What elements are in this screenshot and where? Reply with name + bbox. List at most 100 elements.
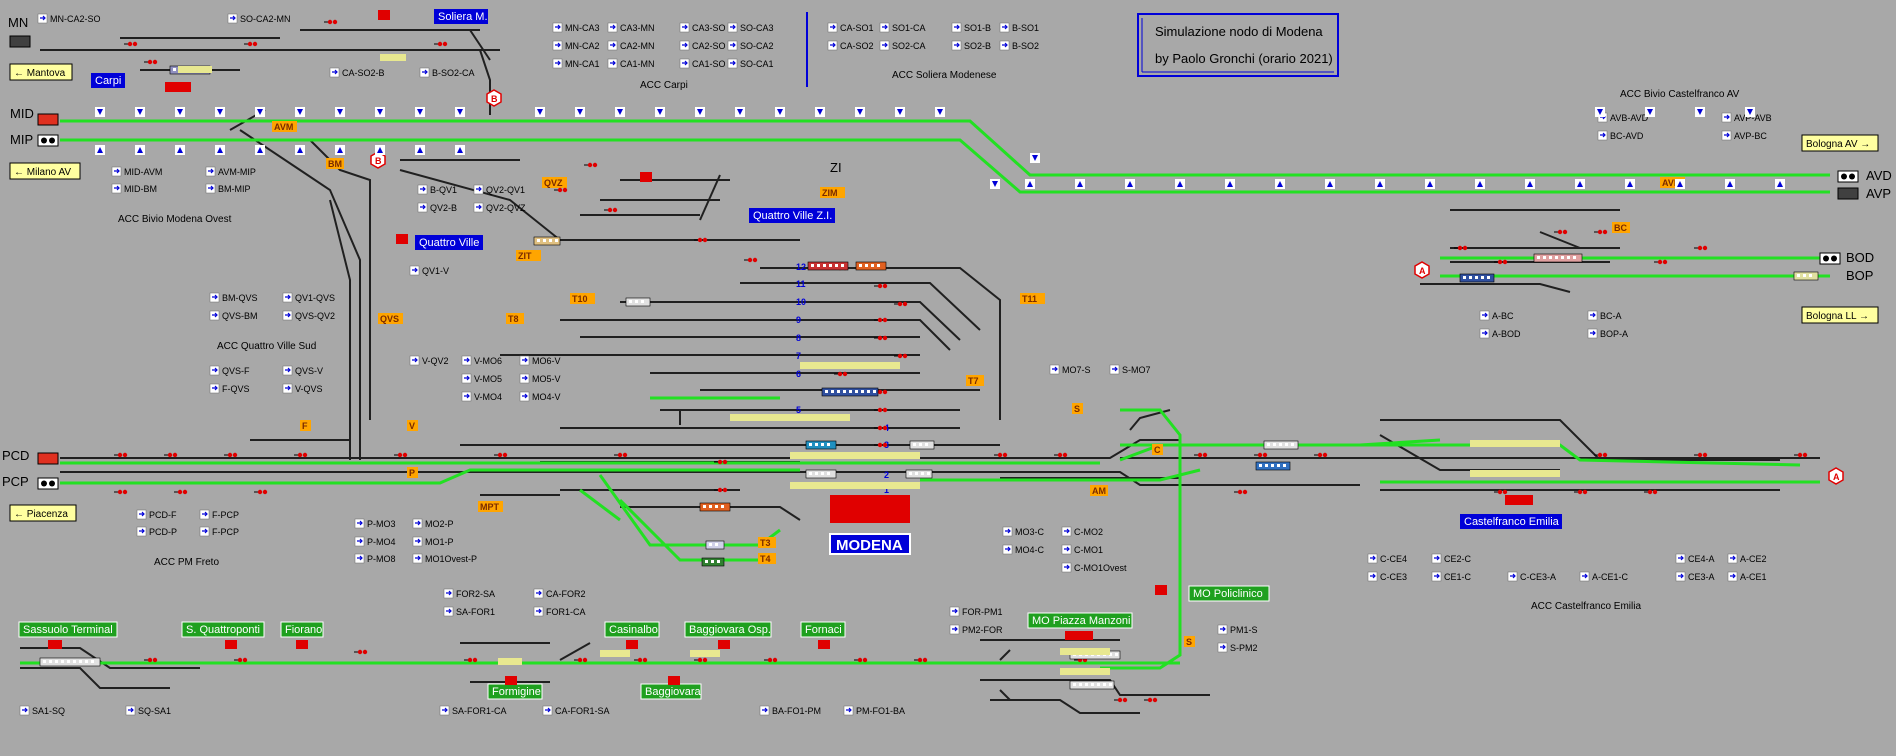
track-circuit-icon[interactable] — [375, 145, 385, 155]
signal-icon[interactable] — [694, 237, 708, 243]
route-button[interactable]: CA3-SO — [679, 22, 726, 33]
route-button[interactable]: MO7-S — [1049, 364, 1091, 375]
signal-icon[interactable] — [164, 452, 178, 458]
route-button[interactable]: CA1-SO — [679, 58, 726, 69]
signal-icon[interactable] — [614, 452, 628, 458]
train-icon[interactable] — [821, 387, 879, 397]
route-button[interactable]: C-CE3-A — [1507, 571, 1556, 582]
train-icon[interactable] — [807, 261, 849, 271]
signal-icon[interactable] — [874, 317, 888, 323]
track-circuit-icon[interactable] — [775, 107, 785, 117]
signal-icon[interactable] — [1254, 452, 1268, 458]
track-circuit-icon[interactable] — [335, 145, 345, 155]
train-icon[interactable] — [805, 469, 837, 479]
route-button[interactable]: F-QVS — [209, 383, 250, 394]
signal-icon[interactable] — [874, 442, 888, 448]
route-button[interactable]: CA-FOR2 — [533, 588, 586, 599]
route-button[interactable]: F-PCP — [199, 526, 239, 537]
signal-icon[interactable] — [434, 41, 448, 47]
route-button[interactable]: MN-CA3 — [552, 22, 600, 33]
track-circuit-icon[interactable] — [1525, 179, 1535, 189]
route-button[interactable]: A-CE1 — [1727, 571, 1767, 582]
track-circuit-icon[interactable] — [1625, 179, 1635, 189]
signal-icon[interactable] — [994, 452, 1008, 458]
route-button[interactable]: SO-CA2 — [727, 40, 774, 51]
track-circuit-icon[interactable] — [695, 107, 705, 117]
train-icon[interactable] — [39, 657, 101, 667]
train-icon[interactable] — [905, 469, 933, 479]
signal-icon[interactable] — [874, 407, 888, 413]
route-button[interactable]: CA-SO2-B — [329, 67, 385, 78]
train-icon[interactable] — [1069, 680, 1115, 690]
track-circuit-icon[interactable] — [175, 145, 185, 155]
signal-icon[interactable] — [554, 187, 568, 193]
route-button[interactable]: A-BOD — [1479, 328, 1521, 339]
signal-icon[interactable] — [174, 489, 188, 495]
route-button[interactable]: AVB-AVD — [1597, 112, 1649, 123]
dual-light-icon[interactable] — [1819, 252, 1841, 265]
signal-icon[interactable] — [124, 41, 138, 47]
route-button[interactable]: A-CE2 — [1727, 553, 1767, 564]
signal-icon[interactable] — [494, 452, 508, 458]
track-circuit-icon[interactable] — [1595, 107, 1605, 117]
route-button[interactable]: QVS-QV2 — [282, 310, 335, 321]
dual-light-icon[interactable] — [37, 134, 59, 147]
train-icon[interactable] — [855, 261, 887, 271]
signal-icon[interactable] — [144, 59, 158, 65]
route-button[interactable]: B-SO2 — [999, 40, 1039, 51]
signal-icon[interactable] — [114, 489, 128, 495]
signal-icon[interactable] — [1654, 259, 1668, 265]
track-circuit-icon[interactable] — [215, 107, 225, 117]
track-circuit-icon[interactable] — [455, 107, 465, 117]
signal-icon[interactable] — [1194, 452, 1208, 458]
signal-icon[interactable] — [714, 487, 728, 493]
track-circuit-icon[interactable] — [95, 107, 105, 117]
route-button[interactable]: SO-CA3 — [727, 22, 774, 33]
track-circuit-icon[interactable] — [255, 145, 265, 155]
signal-icon[interactable] — [1594, 229, 1608, 235]
train-icon[interactable] — [701, 557, 725, 567]
signal-icon[interactable] — [874, 335, 888, 341]
route-button[interactable]: AVM-MIP — [205, 166, 256, 177]
route-button[interactable]: BM-MIP — [205, 183, 251, 194]
route-button[interactable]: B-QV1 — [417, 184, 457, 195]
route-button[interactable]: A-BC — [1479, 310, 1514, 321]
track-circuit-icon[interactable] — [455, 145, 465, 155]
track-circuit-icon[interactable] — [1425, 179, 1435, 189]
track-circuit-icon[interactable] — [1695, 107, 1705, 117]
signal-icon[interactable] — [1494, 489, 1508, 495]
track-circuit-icon[interactable] — [1030, 153, 1040, 163]
signal-icon[interactable] — [894, 301, 908, 307]
signal-icon[interactable] — [234, 657, 248, 663]
route-button[interactable]: SA-FOR1-CA — [439, 705, 507, 716]
signal-icon[interactable] — [464, 657, 478, 663]
route-button[interactable]: MN-CA1 — [552, 58, 600, 69]
track-circuit-icon[interactable] — [1275, 179, 1285, 189]
track-circuit-icon[interactable] — [335, 107, 345, 117]
route-button[interactable]: F-PCP — [199, 509, 239, 520]
train-icon[interactable] — [1793, 271, 1819, 281]
signal-icon[interactable] — [1114, 697, 1128, 703]
signal-icon[interactable] — [604, 207, 618, 213]
signal-icon[interactable] — [744, 257, 758, 263]
track-circuit-icon[interactable] — [95, 145, 105, 155]
route-button[interactable]: SO2-B — [951, 40, 991, 51]
route-button[interactable]: C-CE3 — [1367, 571, 1407, 582]
train-icon[interactable] — [909, 440, 935, 450]
track-circuit-icon[interactable] — [895, 107, 905, 117]
route-button[interactable]: C-MO2 — [1061, 526, 1103, 537]
route-button[interactable]: P-MO4 — [354, 536, 396, 547]
route-button[interactable]: FOR1-CA — [533, 606, 586, 617]
route-button[interactable]: QVS-F — [209, 365, 250, 376]
train-icon[interactable] — [699, 502, 731, 512]
route-button[interactable]: PCD-F — [136, 509, 177, 520]
track-circuit-icon[interactable] — [175, 107, 185, 117]
route-button[interactable]: SO-CA2-MN — [227, 13, 291, 24]
train-icon[interactable] — [1533, 253, 1583, 263]
track-circuit-icon[interactable] — [735, 107, 745, 117]
track-circuit-icon[interactable] — [215, 145, 225, 155]
route-button[interactable]: QV2-B — [417, 202, 457, 213]
signal-icon[interactable] — [764, 657, 778, 663]
signal-icon[interactable] — [894, 353, 908, 359]
route-button[interactable]: P-MO8 — [354, 553, 396, 564]
